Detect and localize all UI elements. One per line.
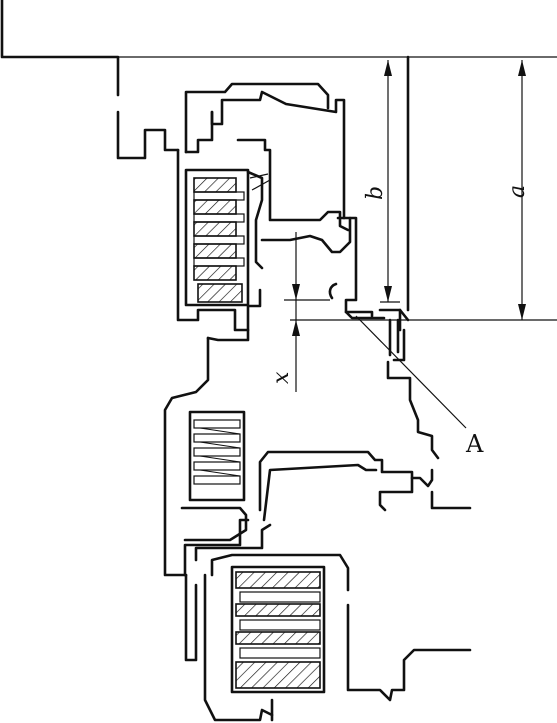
lower-piston (184, 523, 472, 722)
dimension-b: b (363, 60, 400, 303)
part-A-label: A (465, 430, 484, 458)
dimension-a: a (290, 60, 557, 321)
snap-ring-A (328, 282, 386, 320)
dimension-a-label: a (505, 185, 530, 198)
upper-clutch-pack (184, 168, 271, 307)
dimension-b-label: b (363, 186, 388, 200)
dimension-x: x (269, 232, 330, 392)
middle-clutch-pack (180, 410, 248, 542)
leader-A: A (355, 315, 484, 458)
dimension-x-label: x (269, 371, 294, 384)
lower-clutch-pack (230, 565, 326, 694)
shaft-lines (378, 55, 440, 460)
upper-piston (176, 82, 374, 332)
middle-piston (163, 328, 472, 577)
housing-outline (0, 0, 557, 160)
